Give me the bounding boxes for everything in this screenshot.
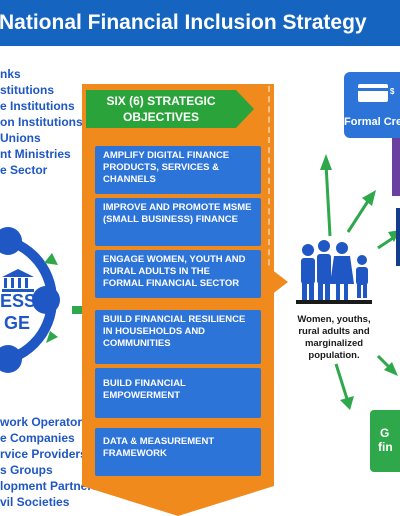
page-title: National Financial Inclusion Strategy [0, 11, 367, 34]
formal-credit-card: $ Formal Cre [344, 72, 400, 138]
list-item: s Groups [0, 463, 53, 477]
stakeholder-list-top: nks stitutions e Institutions on Institu… [0, 66, 83, 178]
hub-label-line: GE [4, 313, 31, 333]
list-item: on Institutions [0, 115, 83, 129]
chevron-right-icon [262, 262, 288, 302]
arrow-icon [44, 253, 58, 265]
population-label: Women, youths, rural adults and marginal… [297, 314, 371, 361]
list-item: e Institutions [0, 99, 75, 113]
list-item: e Sector [0, 163, 48, 177]
list-item: lopment Partners [0, 479, 99, 493]
list-item: e Companies [0, 431, 75, 445]
list-item: stitutions [0, 83, 54, 97]
page-title-banner: National Financial Inclusion Strategy [0, 0, 400, 46]
list-item: vil Societies [0, 495, 70, 509]
family-icon [296, 240, 372, 304]
objective-item: DATA & MEASUREMENT FRAMEWORK [95, 428, 261, 476]
green-label-line: G [380, 426, 390, 440]
outcome-block-purple [392, 138, 400, 196]
hub-center [0, 255, 36, 345]
svg-text:$: $ [390, 87, 395, 96]
list-item: rvice Providers [0, 447, 87, 461]
outcome-block-navy [396, 208, 400, 266]
header-arrow-tip [236, 90, 254, 128]
hub-node [32, 286, 60, 314]
objective-item: BUILD FINANCIAL RESILIENCE IN HOUSEHOLDS… [95, 310, 261, 364]
outcome-arrows [320, 154, 400, 410]
hub-label: ESS GE [0, 290, 36, 334]
objectives-header-text: SIX (6) STRATEGIC OBJECTIVES [106, 94, 216, 124]
formal-credit-label: Formal Cre [344, 116, 400, 128]
hub-node [0, 345, 22, 373]
outcome-block-green: G fin [370, 410, 400, 472]
green-label: G fin [378, 426, 393, 454]
objective-item: AMPLIFY DIGITAL FINANCE PRODUCTS, SERVIC… [95, 146, 261, 194]
hub-node [0, 227, 22, 255]
objective-item: ENGAGE WOMEN, YOUTH AND RURAL ADULTS IN … [95, 250, 261, 298]
dashed-divider [268, 86, 270, 296]
stakeholder-list-bottom: work Operators e Companies rvice Provide… [0, 414, 99, 510]
list-item: nt Ministries [0, 147, 71, 161]
list-item: nks [0, 67, 21, 81]
hub-label-line: ESS [0, 291, 37, 311]
stakeholder-hub-graphic [0, 227, 60, 373]
objective-item: IMPROVE AND PROMOTE MSME (SMALL BUSINESS… [95, 198, 261, 246]
objective-item: BUILD FINANCIAL EMPOWERMENT [95, 368, 261, 418]
arrow-icon [46, 331, 58, 343]
credit-card-icon: $ [358, 84, 395, 102]
bank-icon [2, 269, 34, 292]
list-item: Unions [0, 131, 41, 145]
list-item: work Operators [0, 415, 89, 429]
objectives-header: SIX (6) STRATEGIC OBJECTIVES [86, 90, 236, 128]
green-label-line: fin [378, 440, 393, 454]
